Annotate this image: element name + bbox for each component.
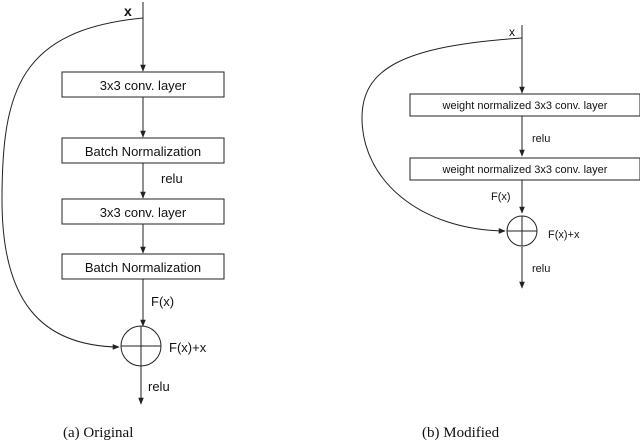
modified-sum-node: [506, 215, 538, 247]
modified-wn-conv-layer-1-label: weight normalized 3x3 conv. layer: [442, 100, 608, 112]
original-batchnorm-1-label: Batch Normalization: [85, 144, 201, 159]
modified-relu-label: relu: [532, 133, 550, 145]
original-sum-label: F(x)+x: [169, 340, 207, 355]
original-diagram: x 3x3 conv. layer Batch Normalization re…: [1, 2, 225, 441]
original-sum-node: [120, 325, 162, 367]
original-relu-label: relu: [161, 171, 183, 186]
original-batchnorm-2-box: [61, 253, 225, 280]
original-batchnorm-1-box: [61, 137, 225, 164]
original-conv-layer-2-box: [61, 198, 225, 225]
original-skip-connection: [1, 17, 144, 350]
modified-output-relu-label: relu: [532, 263, 550, 275]
original-caption: (a) Original: [63, 425, 133, 441]
original-conv-layer-2-label: 3x3 conv. layer: [100, 205, 187, 220]
modified-wn-conv-layer-2-label: weight normalized 3x3 conv. layer: [442, 164, 608, 176]
modified-fx-label: F(x): [491, 191, 511, 203]
modified-input-label: x: [509, 25, 515, 39]
modified-caption: (b) Modified: [422, 425, 500, 441]
original-input-label: x: [124, 3, 132, 19]
original-conv-layer-1-box: [61, 71, 225, 98]
modified-diagram: x weight normalized 3x3 conv. layer relu…: [361, 25, 640, 441]
original-output-relu-label: relu: [148, 379, 170, 394]
original-batchnorm-2-label: Batch Normalization: [85, 260, 201, 275]
modified-sum-label: F(x)+x: [548, 229, 580, 241]
modified-skip-connection: [361, 37, 523, 234]
original-fx-label: F(x): [151, 294, 174, 309]
modified-wn-conv-layer-2-box: [409, 157, 640, 181]
modified-wn-conv-layer-1-box: [409, 93, 640, 117]
original-conv-layer-1-label: 3x3 conv. layer: [100, 78, 187, 93]
